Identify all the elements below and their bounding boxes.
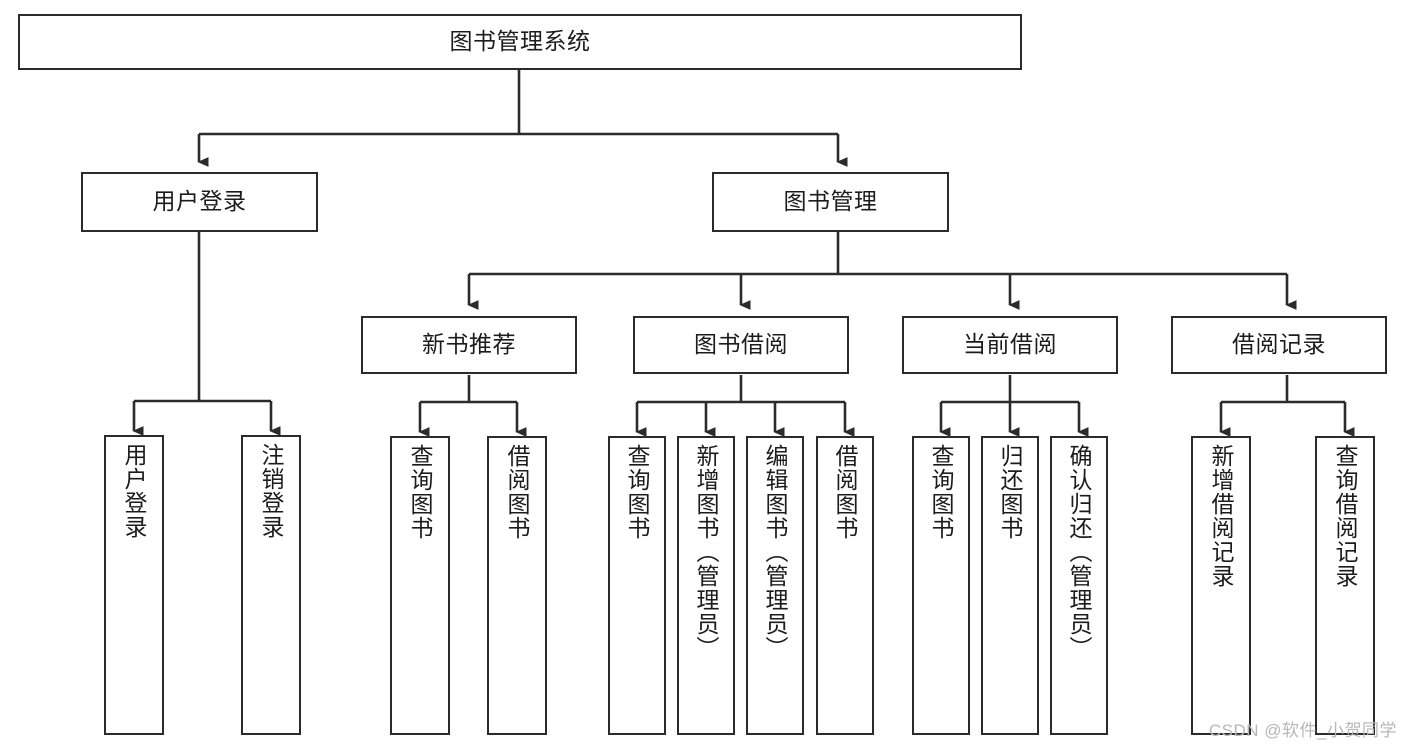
leaf-add-book[interactable]: 新增图书（管理员）	[677, 436, 735, 735]
leaf-query-book-2[interactable]: 查询图书	[608, 436, 666, 735]
node-current-borrow[interactable]: 当前借阅	[902, 316, 1118, 374]
leaf-query-book-3-label: 查询图书	[928, 444, 955, 540]
node-new-book-recommend[interactable]: 新书推荐	[361, 316, 577, 374]
leaf-edit-book-label: 编辑图书（管理员）	[762, 444, 789, 660]
leaf-query-book-1-label: 查询图书	[407, 444, 434, 540]
leaf-query-book-3[interactable]: 查询图书	[912, 436, 970, 735]
leaf-borrow-book-2[interactable]: 借阅图书	[816, 436, 874, 735]
node-current-borrow-label: 当前借阅	[963, 331, 1057, 358]
leaf-user-login-label: 用户登录	[121, 443, 148, 539]
csdn-watermark: CSDN @软件_小贺同学	[1208, 721, 1397, 740]
leaf-return-book-label: 归还图书	[997, 444, 1024, 540]
node-borrow-record[interactable]: 借阅记录	[1171, 316, 1387, 374]
leaf-borrow-book-1-label: 借阅图书	[504, 444, 531, 540]
leaf-add-book-label: 新增图书（管理员）	[693, 444, 720, 660]
node-book-manage[interactable]: 图书管理	[712, 172, 949, 232]
leaf-confirm-return[interactable]: 确认归还（管理员）	[1050, 436, 1108, 735]
leaf-add-record-label: 新增借阅记录	[1208, 444, 1235, 588]
node-user-login[interactable]: 用户登录	[81, 172, 318, 232]
leaf-query-book-1[interactable]: 查询图书	[390, 436, 450, 735]
leaf-logout-label: 注销登录	[258, 443, 285, 539]
leaf-borrow-book-1[interactable]: 借阅图书	[487, 436, 547, 735]
node-root-label: 图书管理系统	[449, 28, 591, 55]
leaf-logout[interactable]: 注销登录	[241, 435, 301, 735]
node-user-login-label: 用户登录	[152, 188, 247, 215]
leaf-edit-book[interactable]: 编辑图书（管理员）	[746, 436, 804, 735]
leaf-user-login[interactable]: 用户登录	[104, 435, 164, 735]
leaf-borrow-book-2-label: 借阅图书	[832, 444, 859, 540]
leaf-confirm-return-label: 确认归还（管理员）	[1066, 444, 1093, 660]
leaf-query-book-2-label: 查询图书	[624, 444, 651, 540]
node-book-borrow[interactable]: 图书借阅	[633, 316, 849, 374]
node-new-book-recommend-label: 新书推荐	[422, 331, 516, 358]
leaf-query-record-label: 查询借阅记录	[1332, 444, 1359, 588]
node-book-borrow-label: 图书借阅	[694, 331, 788, 358]
node-book-manage-label: 图书管理	[783, 188, 878, 215]
node-root[interactable]: 图书管理系统	[18, 14, 1022, 70]
node-borrow-record-label: 借阅记录	[1232, 331, 1326, 358]
leaf-query-record[interactable]: 查询借阅记录	[1315, 436, 1375, 735]
leaf-add-record[interactable]: 新增借阅记录	[1191, 436, 1251, 735]
leaf-return-book[interactable]: 归还图书	[981, 436, 1039, 735]
